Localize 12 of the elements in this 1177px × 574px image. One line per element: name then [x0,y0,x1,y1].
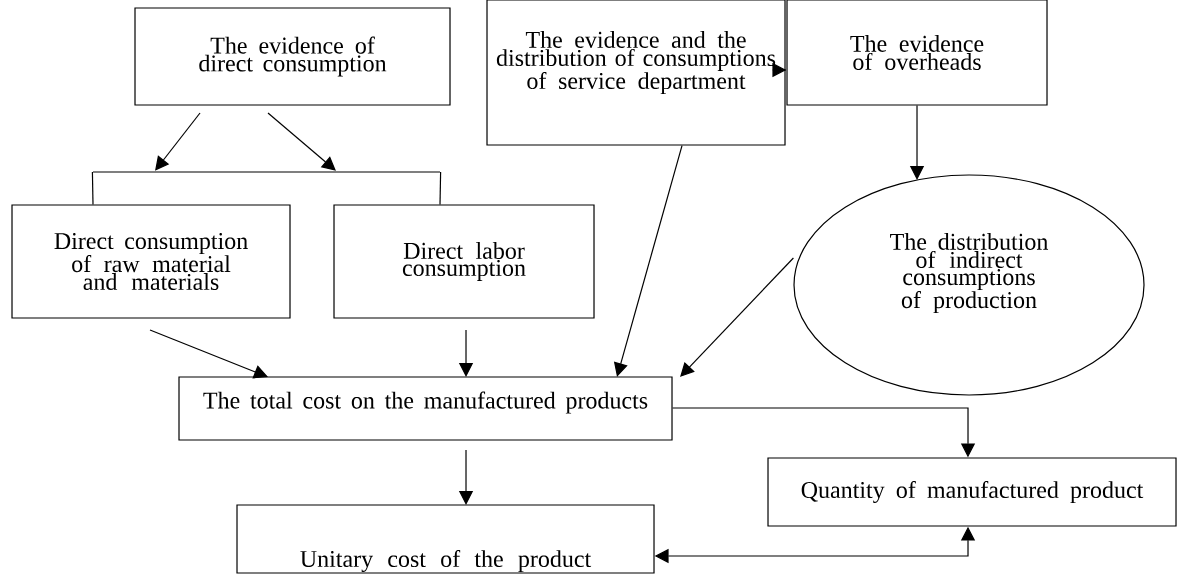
arrow [155,112,201,171]
process-box: The evidence of overheads [786,0,1048,106]
arrow [149,329,268,379]
process-box: The evidence and the distribution of consumptions of service department [486,0,786,146]
process-box: Quantity of manufactured product [767,457,1177,527]
arrow [267,112,336,171]
arrow [680,257,794,377]
process-box: Direct labor consumption [333,204,595,319]
process-box: Unitary cost of the product [236,504,655,574]
process-box: The total cost on the manufactured products [178,376,673,441]
process-box: Direct consumption of raw material and materials [11,204,291,319]
process-box: The evidence of direct consumption [134,7,451,106]
